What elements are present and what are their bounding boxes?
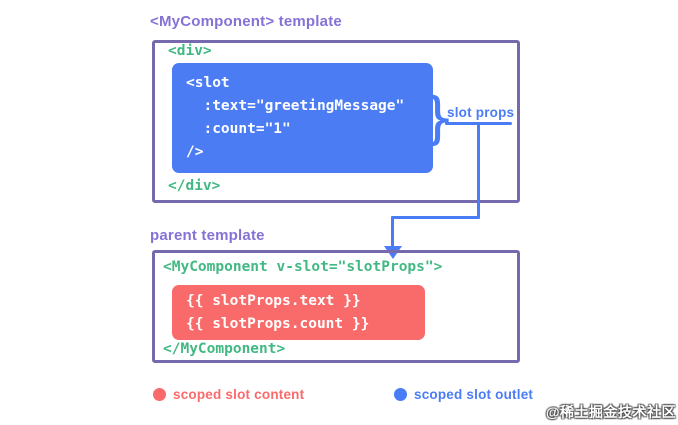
blue-dot-icon — [394, 388, 407, 401]
parent-template-box — [152, 250, 520, 363]
legend-label-content: scoped slot content — [173, 387, 305, 402]
slot-props-arrow-horizontal — [391, 216, 480, 219]
slot-code-line-4: /> — [186, 144, 204, 160]
parent-template-title: parent template — [150, 227, 265, 244]
slot-outlet-block: <slot :text="greetingMessage" :count="1"… — [172, 63, 433, 173]
legend-item-scoped-slot-outlet: scoped slot outlet — [394, 387, 533, 402]
juejin-watermark: @稀土掘金技术社区 — [545, 404, 676, 420]
mycomponent-close-tag: </MyComponent> — [163, 341, 286, 357]
component-template-title: <MyComponent> template — [150, 13, 342, 30]
legend-item-scoped-slot-content: scoped slot content — [153, 387, 304, 402]
legend-label-outlet: scoped slot outlet — [414, 387, 534, 402]
content-code-line-1: {{ slotProps.text }} — [186, 293, 361, 309]
slot-content-block: {{ slotProps.text }} {{ slotProps.count … — [172, 285, 425, 340]
slot-props-arrow-vertical-1 — [477, 122, 480, 219]
mycomponent-open-tag: <MyComponent v-slot="slotProps"> — [163, 259, 443, 275]
slot-props-label: slot props — [447, 105, 515, 120]
red-dot-icon — [153, 388, 166, 401]
div-open-tag: <div> — [168, 43, 212, 59]
slot-code-line-3: :count="1" — [186, 121, 291, 137]
slot-props-brace-icon: } — [420, 86, 456, 151]
slot-code-line-1: <slot — [186, 75, 230, 91]
slot-code-line-2: :text="greetingMessage" — [186, 98, 405, 114]
content-code-line-2: {{ slotProps.count }} — [186, 316, 370, 332]
div-close-tag: </div> — [168, 178, 221, 194]
slot-props-arrow-vertical-2 — [391, 216, 394, 248]
component-template-box — [152, 40, 520, 203]
